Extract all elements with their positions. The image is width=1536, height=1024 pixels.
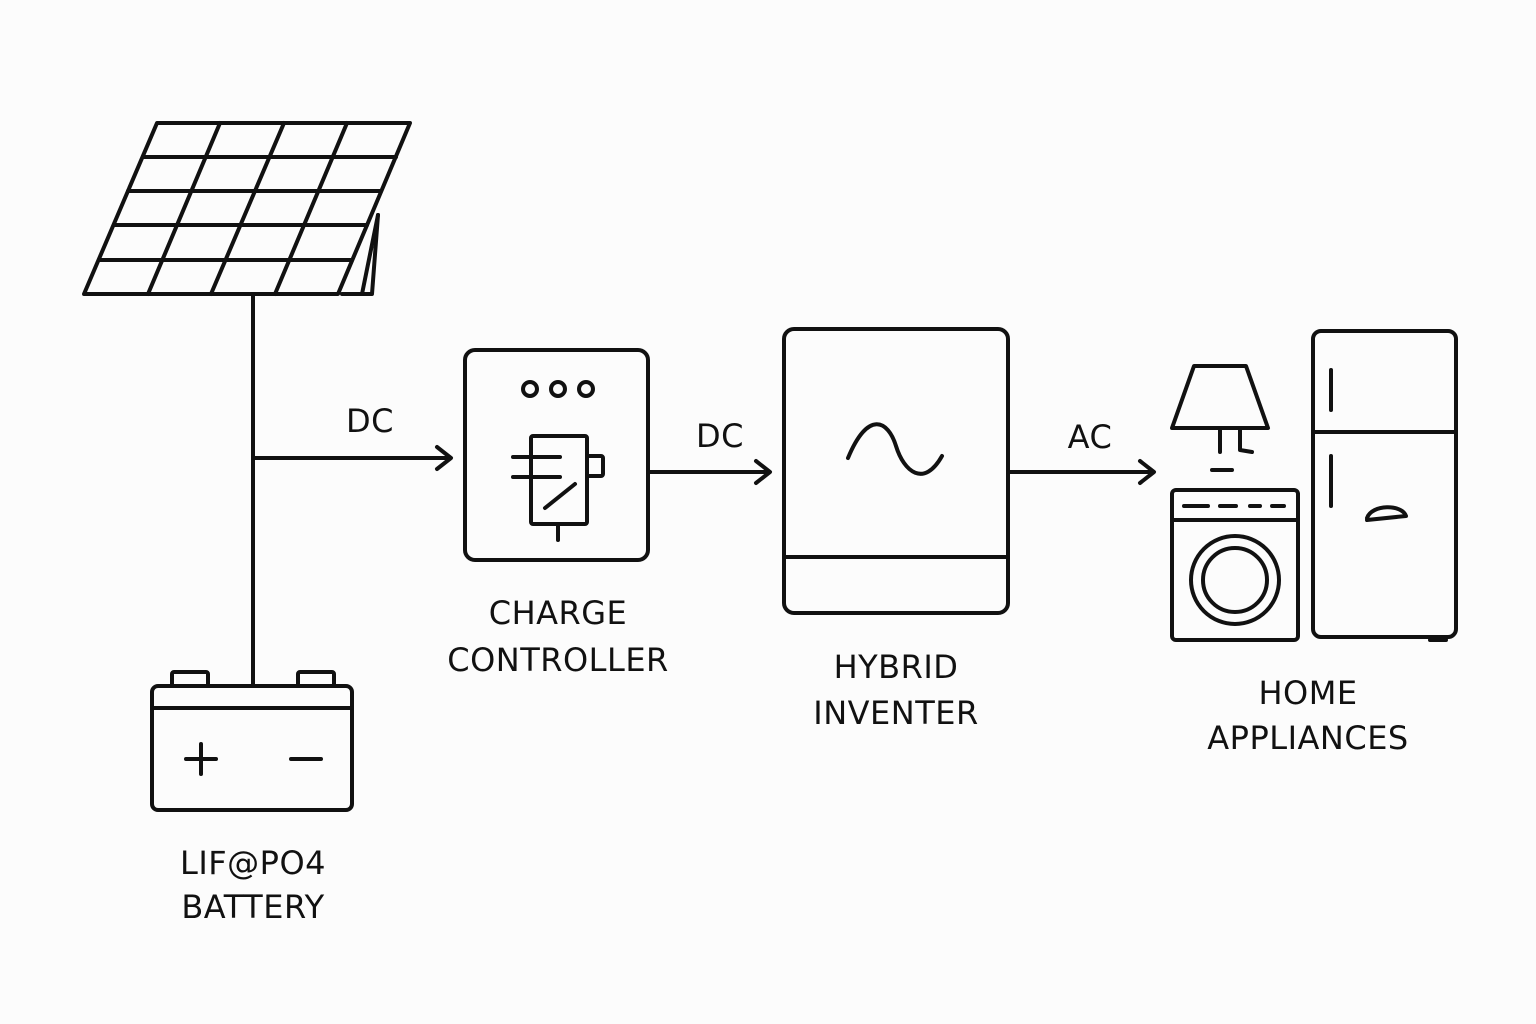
dc-flow-arrow-2 xyxy=(646,459,772,485)
dc-label-1: DC xyxy=(346,402,394,440)
battery-label-line1: LIF@PO4 xyxy=(180,844,326,882)
sine-wave-icon xyxy=(846,422,944,476)
inverter-icon xyxy=(782,327,1010,615)
lamp-icon xyxy=(1170,364,1270,472)
inverter-label-line2: INVENTER xyxy=(813,694,978,732)
refrigerator-icon xyxy=(1311,329,1458,642)
dc-flow-arrow-1 xyxy=(251,445,453,471)
battery-label-line2: BATTERY xyxy=(181,888,324,926)
ac-flow-arrow xyxy=(1006,459,1156,485)
solar-panel-icon xyxy=(82,121,412,296)
dc-label-2: DC xyxy=(696,417,744,455)
battery-icon xyxy=(150,670,354,812)
charge-controller-label-line2: CONTROLLER xyxy=(447,641,669,679)
charge-controller-icon xyxy=(463,348,650,562)
ac-label: AC xyxy=(1068,418,1113,456)
appliances-label-line2: APPLIANCES xyxy=(1207,719,1408,757)
appliances-label-line1: HOME xyxy=(1258,674,1357,712)
inverter-label-line1: HYBRID xyxy=(834,648,959,686)
charge-controller-label-line1: CHARGE xyxy=(489,594,628,632)
washing-machine-icon xyxy=(1170,488,1300,642)
